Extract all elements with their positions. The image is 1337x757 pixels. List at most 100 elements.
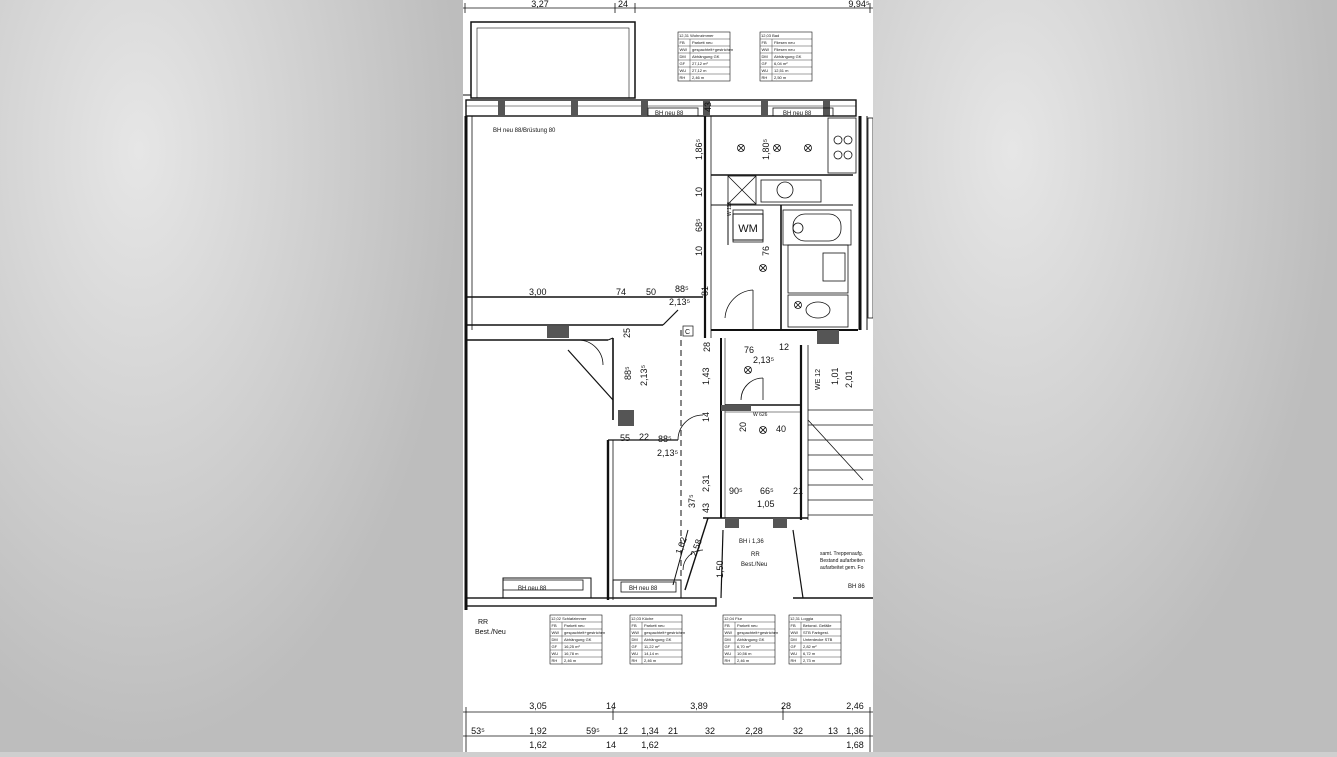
- window-markers: [502, 107, 834, 593]
- floor-plan: 3,27 24 9,94⁵: [463, 0, 874, 752]
- legend-table-key: WW: [632, 630, 640, 635]
- dim-a28: 22: [639, 432, 649, 442]
- washing-machine-label: WM: [738, 223, 758, 235]
- legend-table-key: DM: [680, 54, 686, 59]
- dim-a4: 68⁵: [694, 218, 704, 232]
- walls: [464, 99, 873, 610]
- legend-table-key: DM: [552, 637, 558, 642]
- dim-a15: 88⁵: [623, 366, 633, 380]
- stair-note-1: samt. Treppenaufg.: [820, 551, 863, 557]
- legend-table-frame: [788, 614, 842, 665]
- legend-table-value: gespachtelt+gestrichen: [564, 630, 605, 635]
- bottom-dim-2: 21: [668, 726, 678, 736]
- legend-table-value: 2,50 m: [774, 75, 787, 80]
- bottom-dim-2: 13: [828, 726, 838, 736]
- label-rr: RR: [478, 619, 488, 626]
- dim-a26: 40: [776, 424, 786, 434]
- bottom-dim-1: 3,05: [529, 701, 547, 711]
- bottom-dimension-lines: [463, 707, 873, 752]
- legend-table-key: WU: [762, 68, 769, 73]
- dim-a2: 1,80⁵: [761, 138, 771, 160]
- legend-table-key: FB: [725, 623, 730, 628]
- dim-a5: 10: [694, 246, 704, 256]
- legend-table-title: 12,02 Schlafzimmer: [551, 616, 587, 621]
- bottom-dim-2: 12: [618, 726, 628, 736]
- legend-table-value: 2,46 m: [737, 658, 750, 663]
- legend-table-value: Abhängung GK: [737, 637, 765, 642]
- dim-a33: 66⁵: [760, 486, 774, 496]
- dim-a6: 76: [761, 246, 771, 256]
- legend-table-title: 12,04 Flur: [724, 616, 743, 621]
- door-swings: [577, 289, 764, 571]
- top-balcony: [463, 21, 636, 99]
- legend-table-key: FB: [791, 623, 796, 628]
- legend-table-key: WW: [552, 630, 560, 635]
- legend-table-value: Abhängung GK: [774, 54, 802, 59]
- legend-table-value: 27,12 m²: [692, 61, 708, 66]
- legend-table-value: 2,46 m: [564, 658, 577, 663]
- legend-table-value: gespachtelt+gestrichen: [644, 630, 685, 635]
- legend-table-value: 11,22 m²: [644, 644, 660, 649]
- legend-table-frame: [677, 31, 731, 82]
- legend-table-title: 12,03 Bad: [761, 33, 779, 38]
- legend-table-value: 6,72 m: [803, 651, 816, 656]
- legend-table-key: DM: [725, 637, 731, 642]
- dim-a29: 88⁵: [658, 434, 672, 444]
- legend-table-key: DM: [632, 637, 638, 642]
- legend-table-key: WU: [725, 651, 732, 656]
- dim-a20: 2,13⁵: [753, 355, 775, 365]
- floor-plan-drawing: 3,27 24 9,94⁵: [463, 0, 874, 752]
- washing-machine: [732, 213, 764, 241]
- legend-table-key: FB: [632, 623, 637, 628]
- dim-a13: 81: [700, 286, 710, 296]
- legend-table-key: WU: [791, 651, 798, 656]
- tag-bh-5: BH neu 88: [629, 586, 658, 592]
- label-best-neu: Best./Neu: [475, 629, 506, 636]
- dim-a8: 3,00: [529, 287, 547, 297]
- legend-table-key: GF: [791, 644, 797, 649]
- legend-table-value: Abhängung GK: [692, 54, 720, 59]
- dim-a9: 74: [616, 287, 626, 297]
- dim-a17: 28: [702, 342, 712, 352]
- dim-a14: 25: [622, 328, 632, 338]
- legend-table-value: gespachtelt+gestrichen: [737, 630, 778, 635]
- legend-table-frame: [549, 614, 603, 665]
- dim-a18: 76: [744, 345, 754, 355]
- legend-table-value: Betonst. Gefälle: [803, 623, 832, 628]
- bottom-dim-2: 1,36: [846, 726, 864, 736]
- tag-w112: W 112: [727, 202, 733, 216]
- legend-table-key: WW: [680, 47, 688, 52]
- blurred-background-right: [873, 0, 1337, 752]
- legend-table-key: DM: [762, 54, 768, 59]
- legend-table-value: 2,73 m: [803, 658, 816, 663]
- legend-table-frame: [722, 614, 776, 665]
- dim-a25: 20: [738, 422, 748, 432]
- bottom-dim-3: 1,62: [529, 740, 547, 750]
- legend-table-value: Abhängung GK: [644, 637, 672, 642]
- bottom-dim-3: 1,68: [846, 740, 864, 750]
- legend-table-value: STB Farbgest.: [803, 630, 829, 635]
- bottom-dim-2: 59⁵: [586, 726, 600, 736]
- dim-a19: 12: [779, 342, 789, 352]
- legend-table-title: 12,03 Küche: [631, 616, 654, 621]
- bottom-dim-2: 1,34: [641, 726, 659, 736]
- bottom-dim-2: 53⁵: [471, 726, 485, 736]
- legend-table-key: RH: [552, 658, 558, 663]
- light-fixtures: [737, 144, 812, 434]
- legend-table-frame: [629, 614, 683, 665]
- dim-a21: 1,43: [701, 367, 711, 385]
- legend-table-key: FB: [680, 40, 685, 45]
- dim-top-2: 24: [618, 0, 628, 9]
- bottom-dim-3: 1,62: [641, 740, 659, 750]
- door-c-box: [682, 325, 694, 337]
- bottom-dim-2: 32: [705, 726, 715, 736]
- legend-table-key: WU: [632, 651, 639, 656]
- legend-table-key: RH: [762, 75, 768, 80]
- tag-door-c: C: [685, 329, 690, 336]
- staircase: [807, 117, 874, 516]
